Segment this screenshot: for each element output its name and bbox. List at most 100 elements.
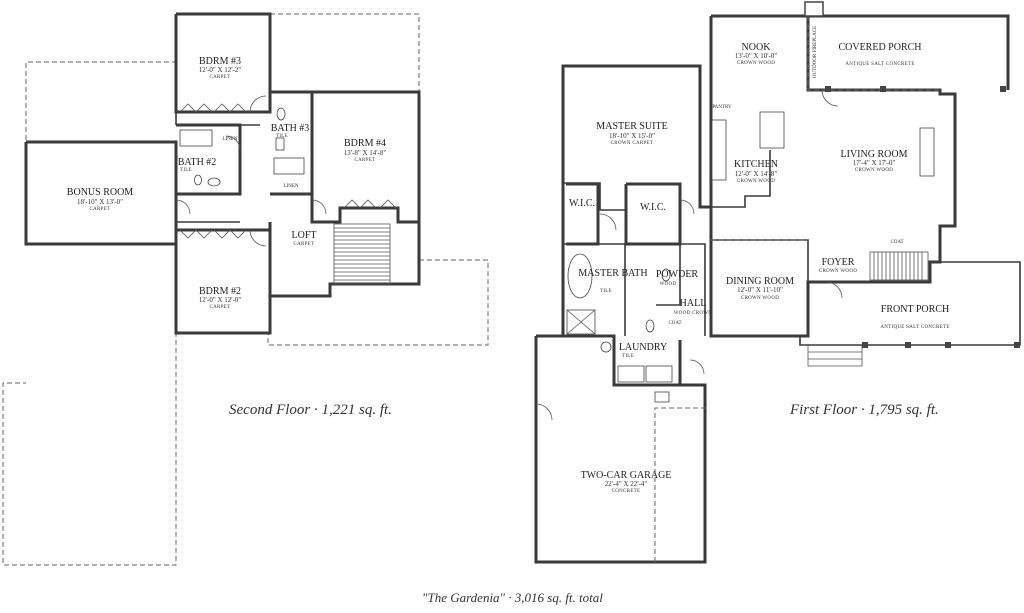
toilet xyxy=(645,319,655,333)
room-foyer: FOYER CROWN WOOD xyxy=(819,257,857,274)
column xyxy=(945,342,951,348)
toilet xyxy=(661,268,671,282)
second-floor-plan: BDRM #3 12'-0" X 12'-2" CARPET BATH #3 T… xyxy=(2,12,489,566)
room-wic-right: W.I.C. xyxy=(640,202,666,213)
toilet xyxy=(276,107,286,121)
room-name: LOFT xyxy=(292,230,317,241)
room-finish: CROWN WOOD xyxy=(741,296,779,301)
room-finish: CROWN CARPET xyxy=(611,141,654,146)
room-living: LIVING ROOM 17'-4" X 17'-0" CROWN WOOD xyxy=(841,149,908,173)
closet-door xyxy=(179,229,213,239)
room-finish: TILE xyxy=(622,354,634,359)
closet-door xyxy=(379,199,397,209)
room-finish: CROWN WOOD xyxy=(737,61,775,66)
column xyxy=(905,342,911,348)
water-heater xyxy=(600,341,612,353)
room-name: BDRM #2 xyxy=(199,286,241,297)
room-name: BONUS ROOM xyxy=(67,187,134,198)
room-finish: CARPET xyxy=(210,305,231,310)
room-finish: CARPET xyxy=(210,75,231,80)
room-nook: NOOK 13'-0" X 10'-0" CROWN WOOD xyxy=(735,42,778,66)
closet-door xyxy=(343,199,377,209)
room-dims: 12'-0" X 12'-0" xyxy=(199,296,242,304)
fireplace xyxy=(919,127,935,177)
covered-porch-outline xyxy=(807,16,940,91)
wall-bdrm3 xyxy=(174,12,272,114)
chimney xyxy=(804,1,824,17)
room-master-suite: MASTER SUITE 18'-10" X 15'-0" CROWN CARP… xyxy=(596,121,667,146)
room-name: FOYER xyxy=(822,257,855,268)
room-dims: 17'-4" X 17'-0" xyxy=(853,159,896,167)
room-name: MASTER BATH xyxy=(578,268,647,279)
roof-outline-bottom-right xyxy=(267,259,489,346)
room-dims: 12'-0" X 14'-8" xyxy=(735,170,778,178)
wall-bdrm4 xyxy=(310,90,421,224)
room-finish: TILE xyxy=(276,134,288,139)
bathtub xyxy=(273,157,305,175)
room-finish: ANTIQUE SALT CONCRETE xyxy=(880,325,949,330)
column xyxy=(862,342,868,348)
room-loft: LOFT CARPET xyxy=(292,230,317,247)
room-name: BDRM #3 xyxy=(199,56,241,67)
room-finish: WOOD CROWN xyxy=(674,311,713,316)
room-name: POWDER xyxy=(656,269,699,280)
room-name: LAUNDRY xyxy=(619,342,667,353)
dryer xyxy=(645,365,673,383)
door-swing xyxy=(249,229,267,247)
wall-exterior xyxy=(561,14,957,338)
room-name: BATH #3 xyxy=(271,123,310,134)
door-swing xyxy=(311,199,327,215)
room-dims: 12'-0" X 11'-10" xyxy=(737,286,783,294)
room-dining: DINING ROOM 12'-0" X 11'-10" CROWN WOOD xyxy=(726,276,794,301)
room-name: MASTER SUITE xyxy=(596,121,667,132)
room-name: BATH #2 xyxy=(178,157,217,168)
room-finish: CARPET xyxy=(355,158,376,163)
wall-wic-left xyxy=(566,182,600,246)
second-floor-caption: Second Floor · 1,221 sq. ft. xyxy=(229,402,392,418)
room-dims: 13'-8" X 14'-8" xyxy=(344,149,387,157)
wall-hall xyxy=(680,243,706,336)
room-name: TWO-CAR GARAGE xyxy=(581,470,672,481)
coat-label: COAT xyxy=(668,321,681,326)
room-dims: 12'-0" X 12'-2" xyxy=(199,66,242,74)
room-finish: CROWN WOOD xyxy=(737,179,775,184)
room-bdrm3: BDRM #3 12'-0" X 12'-2" CARPET xyxy=(199,56,242,80)
door-swing xyxy=(225,135,241,151)
room-covered-porch: COVERED PORCH ANTIQUE SALT CONCRETE xyxy=(838,42,921,67)
room-finish: TILE xyxy=(600,289,612,294)
roof-outline-left xyxy=(25,61,176,244)
wall-wic-right xyxy=(624,182,682,246)
linen-label: LINEN xyxy=(223,137,238,142)
wall-loft xyxy=(268,222,421,298)
room-name: DINING ROOM xyxy=(726,276,794,287)
room-kitchen: KITCHEN 12'-0" X 14'-8" CROWN WOOD xyxy=(734,159,778,184)
room-finish: TILE xyxy=(180,168,192,173)
sink xyxy=(275,137,285,151)
room-master-bath: MASTER BATH TILE xyxy=(578,268,647,294)
door-swing xyxy=(689,359,705,375)
roof-outline-top-right xyxy=(270,13,420,92)
door-swing xyxy=(825,281,843,299)
kitchen-counter xyxy=(711,119,727,181)
room-bdrm4: BDRM #4 13'-8" X 14'-8" CARPET xyxy=(344,138,387,163)
garage-door-outline xyxy=(654,407,705,562)
room-bonus: BONUS ROOM 18'-10" X 13'-0" CARPET xyxy=(67,187,134,212)
room-finish: CROWN WOOD xyxy=(855,168,893,173)
porch-steps xyxy=(807,345,863,367)
room-name: LIVING ROOM xyxy=(841,149,908,160)
wall-master-bath xyxy=(563,243,626,336)
door-swing xyxy=(679,199,695,215)
toilet xyxy=(194,174,202,186)
room-dims: 18'-10" X 15'-0" xyxy=(609,132,655,140)
staircase-second-floor xyxy=(333,223,391,285)
door-swing xyxy=(599,213,617,231)
column xyxy=(825,86,831,92)
room-name: COVERED PORCH xyxy=(838,42,921,53)
room-powder: POWDER WOOD xyxy=(656,269,699,287)
linen-label: LINEN xyxy=(284,184,299,189)
closet-door xyxy=(213,229,247,239)
wall-garage xyxy=(534,334,707,564)
room-dims: 22'-4" X 22'-4" xyxy=(605,480,648,488)
bathtub xyxy=(179,129,213,147)
